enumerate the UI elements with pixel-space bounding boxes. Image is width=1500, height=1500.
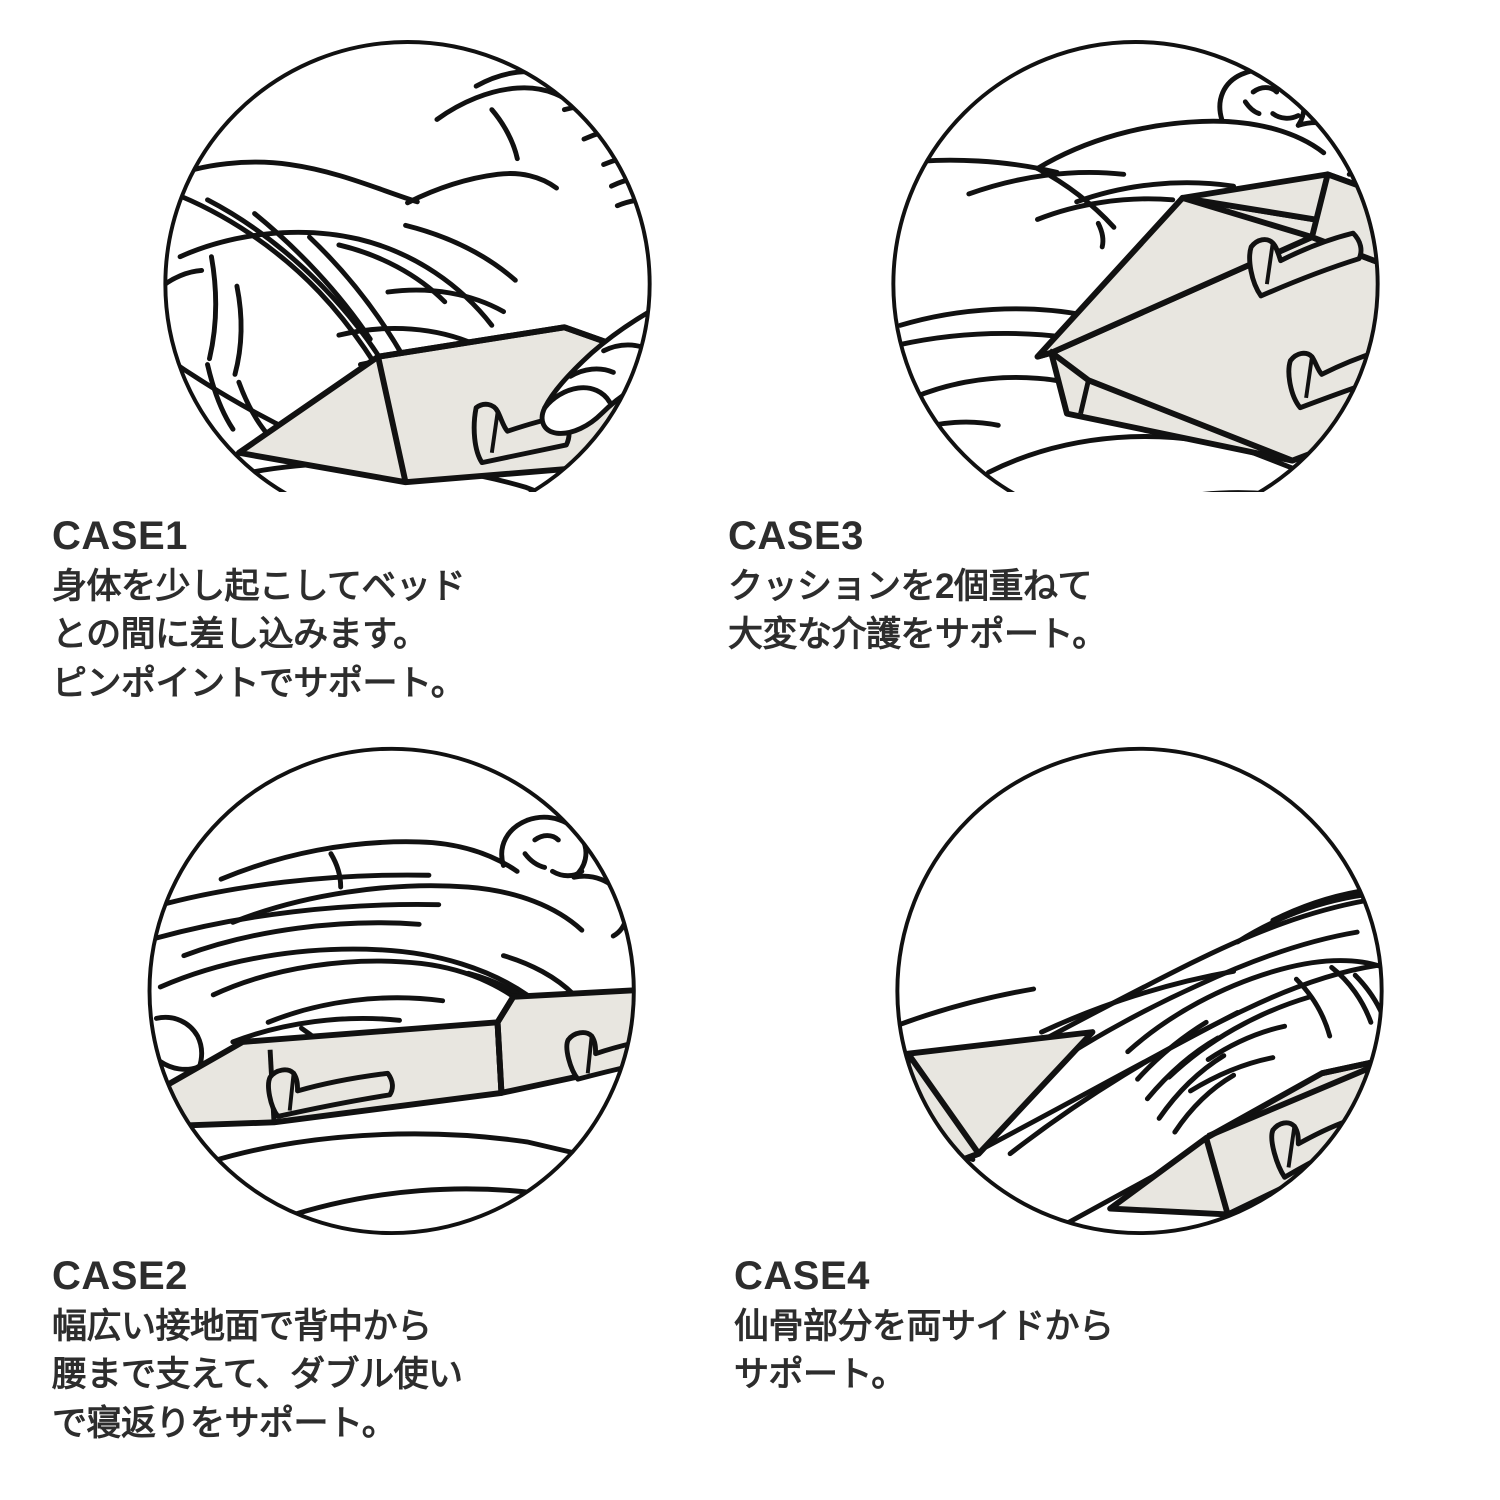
illustration-case-2 <box>0 738 750 1238</box>
case-panel-1: CASE1 身体を少し起こしてベッド との間に差し込みます。 ピンポイントでサポ… <box>0 0 750 750</box>
lower-wedge-cushion <box>1048 234 1378 464</box>
case-description: 身体を少し起こしてベッド との間に差し込みます。 ピンポイントでサポート。 <box>52 567 466 703</box>
caption-case-3: CASE3 クッションを2個重ねて 大変な介護をサポート。 <box>728 515 1107 660</box>
illustration-case-4 <box>740 738 1490 1238</box>
case-title: CASE4 <box>734 1254 870 1298</box>
case-title: CASE1 <box>52 514 188 558</box>
right-wedge-cushion <box>1107 1054 1382 1218</box>
case-description: クッションを2個重ねて 大変な介護をサポート。 <box>728 567 1107 655</box>
illustration-circle-frame <box>895 746 1384 1236</box>
left-wedge-cushion <box>157 1019 505 1130</box>
caption-case-1: CASE1 身体を少し起こしてベッド との間に差し込みます。 ピンポイントでサポ… <box>52 514 466 708</box>
illustration-circle-frame <box>163 40 652 492</box>
case-title: CASE3 <box>728 514 864 558</box>
case-title: CASE2 <box>52 1254 188 1298</box>
case-panel-3: CASE3 クッションを2個重ねて 大変な介護をサポート。 <box>728 0 1500 750</box>
illustration-case-3 <box>736 0 1486 492</box>
case-panel-4: CASE4 仙骨部分を両サイドから サポート。 <box>734 746 1500 1500</box>
illustration-circle-frame <box>147 746 636 1236</box>
caption-case-4: CASE4 仙骨部分を両サイドから サポート。 <box>734 1255 1114 1400</box>
illustration-case-1 <box>8 0 758 492</box>
case-description: 幅広い接地面で背中から 腰まで支えて、ダブル使い で寝返りをサポート。 <box>52 1307 463 1443</box>
case-panel-2: CASE2 幅広い接地面で背中から 腰まで支えて、ダブル使い で寝返りをサポート… <box>0 746 750 1500</box>
case-description: 仙骨部分を両サイドから サポート。 <box>734 1307 1114 1395</box>
illustration-circle-frame <box>891 40 1380 492</box>
caption-case-2: CASE2 幅広い接地面で背中から 腰まで支えて、ダブル使い で寝返りをサポート… <box>52 1255 463 1448</box>
